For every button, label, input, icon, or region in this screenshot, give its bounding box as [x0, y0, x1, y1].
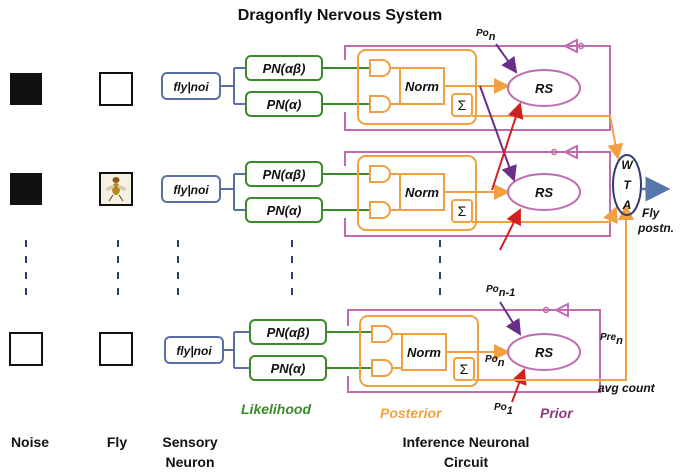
wta-a: A — [622, 198, 632, 212]
inference-caption-2: Circuit — [444, 454, 489, 470]
sensory-caption-1: Sensory — [162, 434, 217, 450]
norm-label: Norm — [405, 185, 439, 200]
posterior-label: Posterior — [380, 405, 443, 421]
wta-w: W — [621, 158, 634, 172]
fly-square-3 — [99, 332, 133, 366]
pre-n-label: Pren — [600, 332, 623, 347]
avg-count-label: avg count — [598, 381, 656, 395]
fly-square-1 — [99, 72, 133, 106]
prior-label: Prior — [540, 405, 574, 421]
noise-square-3 — [9, 332, 43, 366]
po-1-label: Po1 — [494, 402, 513, 417]
sensory-label: fly|noi — [173, 80, 209, 94]
sensory-label: fly|noi — [176, 344, 212, 358]
sum-label: Σ — [458, 203, 467, 219]
pn-ab-label: PN(αβ) — [263, 61, 306, 76]
fly-caption: Fly — [107, 434, 127, 450]
noise-square-2 — [10, 173, 42, 205]
po-n-label: Pon — [476, 28, 496, 43]
po-n-inner-label: Pon — [485, 354, 505, 369]
noise-caption: Noise — [11, 434, 49, 450]
sensory-caption-2: Neuron — [166, 454, 215, 470]
circuit-row-3: fly|noi PN(αβ) PN(α) Norm Σ RS Pon-1 Pon… — [164, 204, 634, 417]
inference-caption-1: Inference Neuronal — [403, 434, 530, 450]
rs-label: RS — [535, 185, 553, 200]
sum-label: Σ — [458, 97, 467, 113]
cross-arrow-red-1 — [491, 102, 524, 191]
fly-postn-label-2: postn. — [637, 221, 674, 235]
pn-a-label: PN(α) — [271, 361, 306, 376]
sum-block — [451, 93, 473, 117]
rs-label: RS — [535, 345, 553, 360]
po-n1-label: Pon-1 — [486, 284, 515, 299]
fly-image-square — [99, 172, 133, 206]
sensory-label: fly|noi — [173, 183, 209, 197]
cross-arrow-purple — [479, 85, 517, 182]
norm-label: Norm — [405, 79, 439, 94]
ellipsis-dashes — [25, 240, 441, 300]
pn-a-label: PN(α) — [267, 203, 302, 218]
pn-ab-label: PN(αβ) — [267, 325, 310, 340]
pn-a-label: PN(α) — [267, 97, 302, 112]
norm-label: Norm — [407, 345, 441, 360]
diagram-title: Dragonfly Nervous System — [238, 7, 443, 24]
cross-arrow-red-2 — [499, 208, 521, 251]
circuit-row-2: fly|noi PN(αβ) PN(α) Norm Σ RS — [161, 144, 618, 237]
sum-label: Σ — [460, 361, 469, 377]
rs-label: RS — [535, 81, 553, 96]
noise-square-1 — [10, 73, 42, 105]
rs-block — [507, 69, 581, 107]
fly-postn-label-1: Fly — [642, 206, 661, 220]
wta-block: W T A — [612, 154, 642, 216]
likelihood-label: Likelihood — [241, 401, 311, 417]
circuit-row-1: fly|noi PN(αβ) PN(α) Norm Σ RS Pon — [161, 28, 624, 160]
wta-t: T — [623, 178, 632, 192]
pn-ab-label: PN(αβ) — [263, 167, 306, 182]
